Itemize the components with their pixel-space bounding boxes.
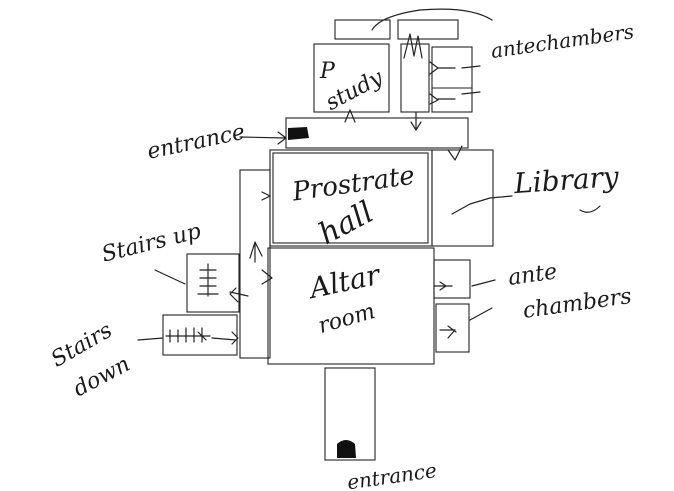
stairs-up-pointer [154, 269, 186, 285]
entrance-bottom-label: entrance [346, 458, 439, 491]
entrance-door-left-mark [288, 127, 309, 140]
antechamber-right-lower [435, 303, 470, 353]
entrance-left-label: entrance [145, 120, 247, 165]
library-room [431, 149, 494, 247]
altar-room-label-2: room [315, 299, 378, 339]
prostrate-hall-inner [272, 152, 429, 244]
entrance-door-bottom-mark [337, 440, 356, 458]
small-top-room-right [397, 19, 459, 40]
up-arrow-study [344, 109, 356, 123]
antechamber-zigzag [403, 33, 423, 59]
antechamber-right-pointer [469, 279, 496, 321]
altar-room-label-1: Altar [304, 258, 384, 306]
antechambers-top-label: antechambers [489, 19, 635, 63]
altar-room [267, 247, 435, 365]
study-p-label: P [319, 59, 336, 84]
antechamber-right-upper [433, 259, 471, 299]
stairs-down-glyph [165, 327, 211, 343]
stairs-left-arrow [229, 287, 249, 303]
antechambers-right-label-2: chambers [521, 284, 633, 324]
antechamber-corridor [400, 43, 430, 113]
stairs-down-room [162, 314, 238, 356]
library-label: Library [512, 160, 621, 200]
library-curve [579, 205, 601, 213]
top-swoosh [371, 8, 493, 31]
study-room [313, 43, 390, 113]
entrance-left-arrow [239, 131, 287, 145]
altar-right-arrows [433, 281, 457, 339]
down-arrow-corridor [410, 111, 422, 131]
small-top-room-left [334, 19, 391, 40]
library-pointer [451, 195, 513, 215]
down-arrow-library [447, 145, 463, 161]
stairs-up-room [186, 253, 240, 313]
bottom-entrance-room [324, 367, 376, 461]
stairs-up-label: Stairs up [99, 219, 203, 268]
stairs-down-pointer [137, 331, 239, 345]
antechambers-right-label-1: ante [507, 259, 559, 291]
antechamber-arrows-top [429, 61, 481, 105]
entrance-corridor [285, 117, 469, 149]
antechamber-top-right [431, 46, 473, 113]
stairs-up-glyph [197, 263, 219, 297]
stairs-up-arrow [249, 191, 273, 285]
stairs-up-corridor [239, 169, 271, 359]
